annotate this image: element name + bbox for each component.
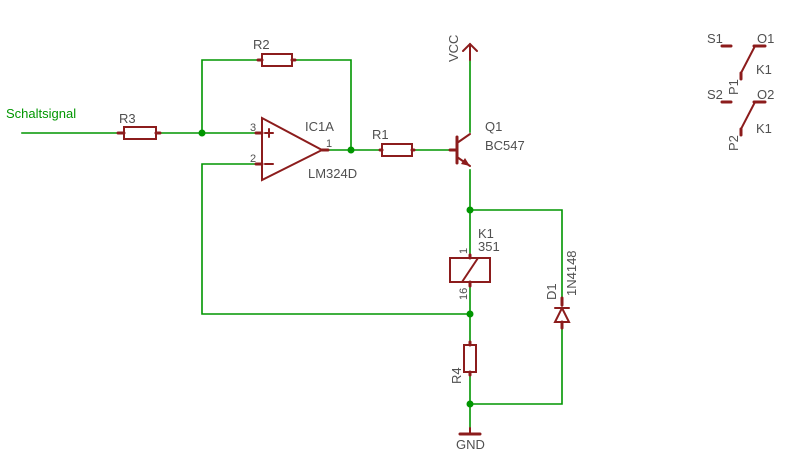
transistor-q1[interactable]: Q1 BC547: [448, 119, 525, 167]
junction-relay-bottom: [466, 310, 474, 318]
wires: [21, 59, 563, 431]
opamp-pin-minus: 2: [250, 153, 256, 165]
gnd-symbol: GND: [456, 427, 485, 452]
relay-pin-bottom: 16: [458, 288, 470, 300]
resistor-r4[interactable]: R4: [449, 340, 477, 384]
r3-label: R3: [119, 111, 136, 126]
opamp-name: IC1A: [305, 119, 334, 134]
opamp-pin-out: 1: [326, 138, 332, 150]
contact1-p-label: P1: [726, 79, 741, 95]
contact2-k-label: K1: [756, 121, 772, 136]
vcc-label: VCC: [446, 35, 461, 62]
resistor-r3[interactable]: R3: [116, 111, 162, 140]
resistor-r1[interactable]: R1: [372, 127, 416, 157]
resistor-r2[interactable]: R2: [253, 37, 297, 67]
transistor-name: Q1: [485, 119, 502, 134]
relay-name: K1: [478, 226, 494, 241]
contact1-o-label: O1: [757, 31, 774, 46]
junction-relay-top: [466, 206, 474, 214]
contact1-k-label: K1: [756, 62, 772, 77]
contact2-s-label: S2: [707, 87, 723, 102]
diode-value: 1N4148: [564, 250, 579, 296]
relay-contact-1[interactable]: S1 O1 P1 K1: [707, 31, 774, 95]
r2-label: R2: [253, 37, 270, 52]
opamp-value: LM324D: [308, 166, 357, 181]
r4-label: R4: [449, 367, 464, 384]
junctions: [198, 129, 474, 408]
relay-value: 351: [478, 239, 500, 254]
gnd-label: GND: [456, 437, 485, 452]
transistor-value: BC547: [485, 138, 525, 153]
junction-gnd: [466, 400, 474, 408]
contact2-p-label: P2: [726, 135, 741, 151]
diode-d1[interactable]: D1 1N4148: [544, 250, 579, 330]
signal-label: Schaltsignal: [6, 106, 76, 121]
relay-contact-2[interactable]: S2 O2 P2 K1: [707, 87, 774, 151]
relay-pin-top: 1: [458, 248, 470, 254]
opamp-ic1a[interactable]: 3 2 1 IC1A LM324D: [250, 116, 357, 182]
contact1-s-label: S1: [707, 31, 723, 46]
junction-input: [198, 129, 206, 137]
contact2-o-label: O2: [757, 87, 774, 102]
junction-output: [347, 146, 355, 154]
relay-k1-coil[interactable]: 1 16 K1 351: [449, 226, 500, 300]
opamp-pin-plus: 3: [250, 122, 256, 134]
diode-name: D1: [544, 283, 559, 300]
vcc-supply: VCC: [446, 35, 478, 62]
r1-label: R1: [372, 127, 389, 142]
